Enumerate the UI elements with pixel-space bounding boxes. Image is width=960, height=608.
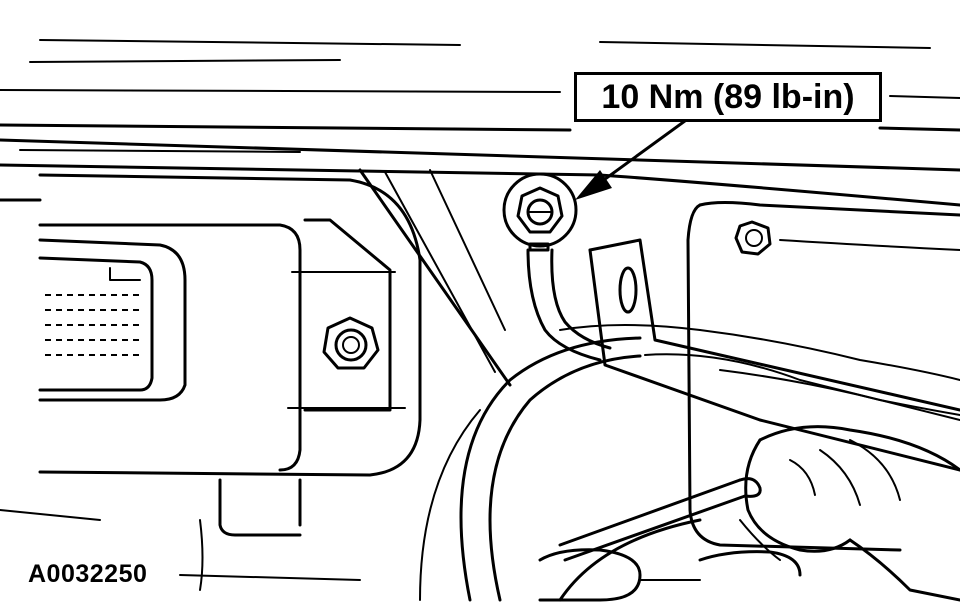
callout-arrow [575, 108, 702, 200]
lower-bracket [0, 478, 361, 591]
electrical-connector [38, 256, 154, 392]
right-plate [686, 201, 960, 552]
bottom-components [538, 548, 802, 602]
body-panel-lines [0, 39, 960, 207]
ground-bolt [502, 172, 578, 252]
strap-bracket [588, 238, 960, 472]
module-housing [0, 173, 422, 477]
figure-id-label: A0032250 [28, 560, 148, 588]
tool-shaft [558, 477, 762, 562]
mounting-bracket [287, 218, 406, 412]
hand [739, 425, 960, 602]
firewall-seam [358, 168, 512, 387]
wire-harness [419, 324, 960, 602]
torque-callout-label: 10 Nm (89 lb-in) [574, 72, 882, 122]
